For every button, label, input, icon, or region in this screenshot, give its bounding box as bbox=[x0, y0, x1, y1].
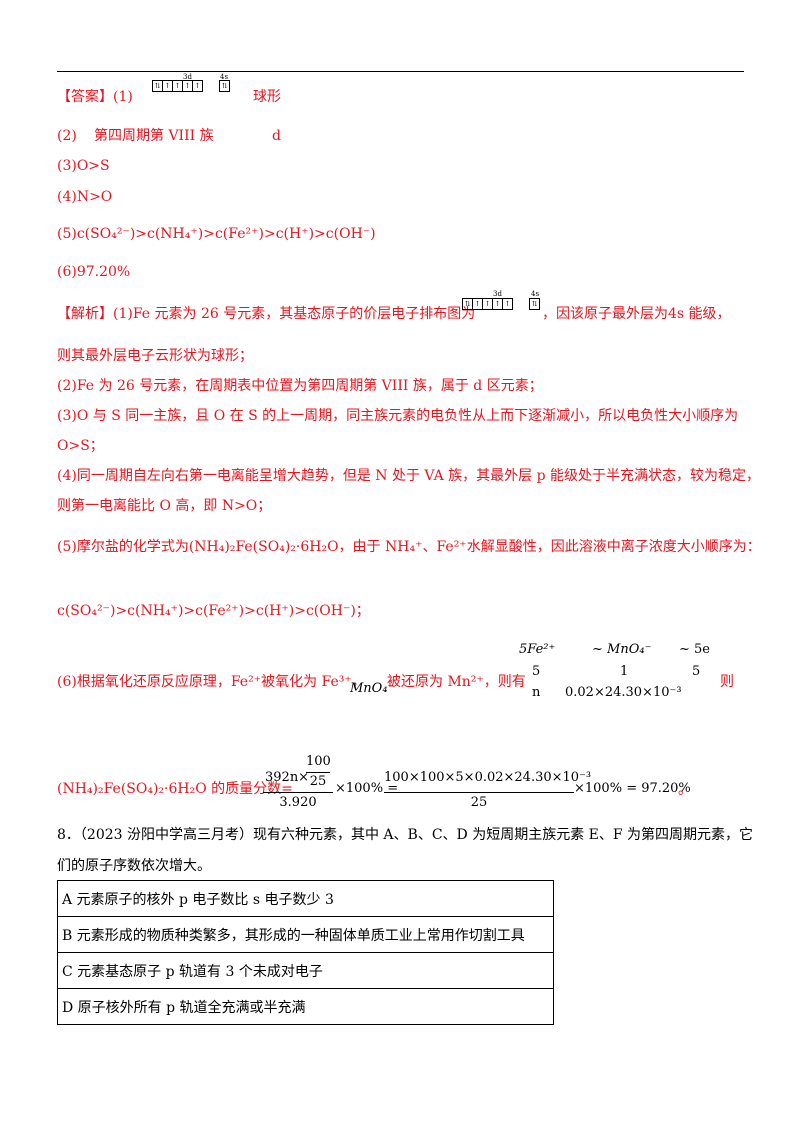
table-cell: B 元素形成的物质种类繁多，其形成的一种固体单质工业上常用作切割工具 bbox=[57, 916, 554, 953]
ratio-mno4-amount: 0.02×24.30×10⁻³ bbox=[565, 685, 682, 700]
analysis-p3a: (3)O 与 S 同一主族，且 O 在 S 的上一周期，同主族元素的电负性从上而… bbox=[57, 408, 739, 424]
analysis-p1a: (1)Fe 元素为 26 号元素，其基态原子的价层电子排布图为 bbox=[113, 306, 476, 322]
orbital-3d-label: 3d bbox=[183, 73, 192, 81]
analysis-p5a: (5)摩尔盐的化学式为(NH₄)₂Fe(SO₄)₂·6H₂O，由于 NH₄⁺、F… bbox=[57, 539, 761, 555]
answer-line-1: 【答案】(1) bbox=[57, 88, 133, 106]
analysis-p6b: 被还原为 Mn²⁺，则有 bbox=[387, 674, 526, 690]
frac1-num-a: 392n× bbox=[265, 770, 310, 785]
ratio-coef-mno4: 1 bbox=[620, 664, 629, 679]
mno4-formula: MnO₄⁻ bbox=[350, 681, 395, 696]
orbital-4s-label: 4s bbox=[531, 290, 540, 298]
q2-block: d bbox=[272, 128, 281, 144]
q1-number: (1) bbox=[113, 89, 133, 105]
q1-shape: 球形 bbox=[253, 89, 281, 105]
analysis-p3b: O>S； bbox=[57, 438, 104, 454]
frac1-inner-num: 100 bbox=[306, 754, 331, 769]
orbital-4s-diagram: ⇅ bbox=[529, 298, 540, 310]
q5-answer: (5)c(SO₄²⁻)>c(NH₄⁺)>c(Fe²⁺)>c(H⁺)>c(OH⁻) bbox=[57, 226, 376, 242]
answer-prefix: 【答案】 bbox=[57, 89, 113, 105]
orbital-3d-cell: ↑ bbox=[163, 81, 173, 91]
q4-answer: (4)N>O bbox=[57, 189, 113, 205]
frac1-inner-bar bbox=[306, 772, 330, 773]
orbital-3d-label: 3d bbox=[493, 290, 502, 298]
element-clues-table: A 元素原子的核外 p 电子数比 s 电子数少 3 B 元素形成的物质种类繁多，… bbox=[57, 880, 554, 1025]
analysis-p5b: c(SO₄²⁻)>c(NH₄⁺)>c(Fe²⁺)>c(H⁺)>c(OH⁻)； bbox=[57, 603, 370, 619]
frac2-den: 25 bbox=[470, 795, 488, 810]
table-cell: A 元素原子的核外 p 电子数比 s 电子数少 3 bbox=[57, 880, 554, 917]
ratio-n: n bbox=[532, 685, 541, 700]
orbital-3d-cell: ↑ bbox=[183, 81, 193, 91]
table-row: C 元素基态原子 p 轨道有 3 个未成对电子 bbox=[57, 952, 554, 989]
end-mark: 。 bbox=[678, 782, 692, 798]
table-cell: D 原子核外所有 p 轨道全充满或半充满 bbox=[57, 988, 554, 1025]
orbital-3d-cell: ⇅ bbox=[153, 81, 163, 91]
orbital-4s-diagram: ⇅ bbox=[219, 80, 230, 92]
table-row: D 原子核外所有 p 轨道全充满或半充满 bbox=[57, 988, 554, 1025]
times-100-a: ×100% = bbox=[335, 781, 399, 796]
orbital-3d-cell: ↑ bbox=[173, 81, 183, 91]
orbital-4s-cell: ⇅ bbox=[221, 82, 228, 90]
frac1-den: 3.920 bbox=[279, 795, 317, 810]
orbital-3d-cell: ↑ bbox=[473, 299, 483, 309]
header-rule bbox=[57, 71, 744, 72]
analysis-p1b: ，因该原子最外层为4s 能级， bbox=[542, 306, 731, 322]
orbital-3d-cell: ↑ bbox=[493, 299, 503, 309]
ratio-mno4: ~ MnO₄⁻ bbox=[592, 642, 652, 657]
orbital-3d-cell: ↑ bbox=[483, 299, 493, 309]
orbital-3d-cell: ↑ bbox=[504, 300, 511, 308]
analysis-line-1: 【解析】(1)Fe 元素为 26 号元素，其基态原子的价层电子排布图为 bbox=[57, 305, 475, 323]
ratio-coef-e: 5 bbox=[692, 664, 701, 679]
analysis-p7-label: (NH₄)₂Fe(SO₄)₂·6H₂O 的质量分数= bbox=[57, 781, 293, 797]
q8-line-1: 8．（2023 汾阳中学高三月考）现有六种元素，其中 A、B、C、D 为短周期主… bbox=[57, 827, 754, 843]
orbital-4s-label: 4s bbox=[220, 73, 229, 81]
analysis-p1c: 则其最外层电子云形状为球形； bbox=[57, 348, 253, 364]
ratio-fe2: 5Fe²⁺ bbox=[519, 642, 556, 657]
frac2-bar bbox=[384, 792, 574, 793]
orbital-3d-cell: ⇅ bbox=[463, 299, 473, 309]
orbital-4s-cell: ⇅ bbox=[531, 300, 538, 308]
q3-answer: (3)O>S bbox=[57, 158, 110, 174]
analysis-p2: (2)Fe 为 26 号元素，在周期表中位置为第四周期第 VIII 族，属于 d… bbox=[57, 378, 543, 394]
analysis-p6a: (6)根据氧化还原反应原理，Fe²⁺被氧化为 Fe³⁺， bbox=[57, 674, 366, 690]
frac1-bar bbox=[263, 792, 333, 793]
orbital-3d-cell: ↑ bbox=[194, 82, 201, 90]
q2-text: 第四周期第 VIII 族 bbox=[94, 128, 214, 144]
q2-number: (2) bbox=[57, 128, 77, 144]
analysis-p6c: 则 bbox=[720, 674, 734, 690]
result: ×100% = 97.20% bbox=[574, 781, 691, 796]
analysis-prefix: 【解析】 bbox=[57, 306, 113, 322]
table-cell: C 元素基态原子 p 轨道有 3 个未成对电子 bbox=[57, 952, 554, 989]
frac1-inner-den: 25 bbox=[309, 774, 327, 789]
ratio-electrons: ~ 5e bbox=[679, 642, 710, 657]
ratio-coef-fe: 5 bbox=[532, 664, 541, 679]
q6-answer: (6)97.20% bbox=[57, 264, 131, 280]
analysis-p4b: 则第一电离能比 O 高，即 N>O； bbox=[57, 498, 272, 514]
table-row: A 元素原子的核外 p 电子数比 s 电子数少 3 bbox=[57, 880, 554, 917]
orbital-3d-diagram: ⇅ ↑ ↑ ↑ ↑ bbox=[152, 80, 203, 92]
q8-line-2: 们的原子序数依次增大。 bbox=[57, 858, 211, 874]
orbital-3d-diagram: ⇅ ↑ ↑ ↑ ↑ bbox=[462, 298, 513, 310]
frac2-num: 100×100×5×0.02×24.30×10⁻³ bbox=[384, 770, 592, 785]
table-row: B 元素形成的物质种类繁多，其形成的一种固体单质工业上常用作切割工具 bbox=[57, 916, 554, 953]
analysis-p4a: (4)同一周期自左向右第一电离能呈增大趋势，但是 N 处于 VA 族，其最外层 … bbox=[57, 468, 761, 484]
